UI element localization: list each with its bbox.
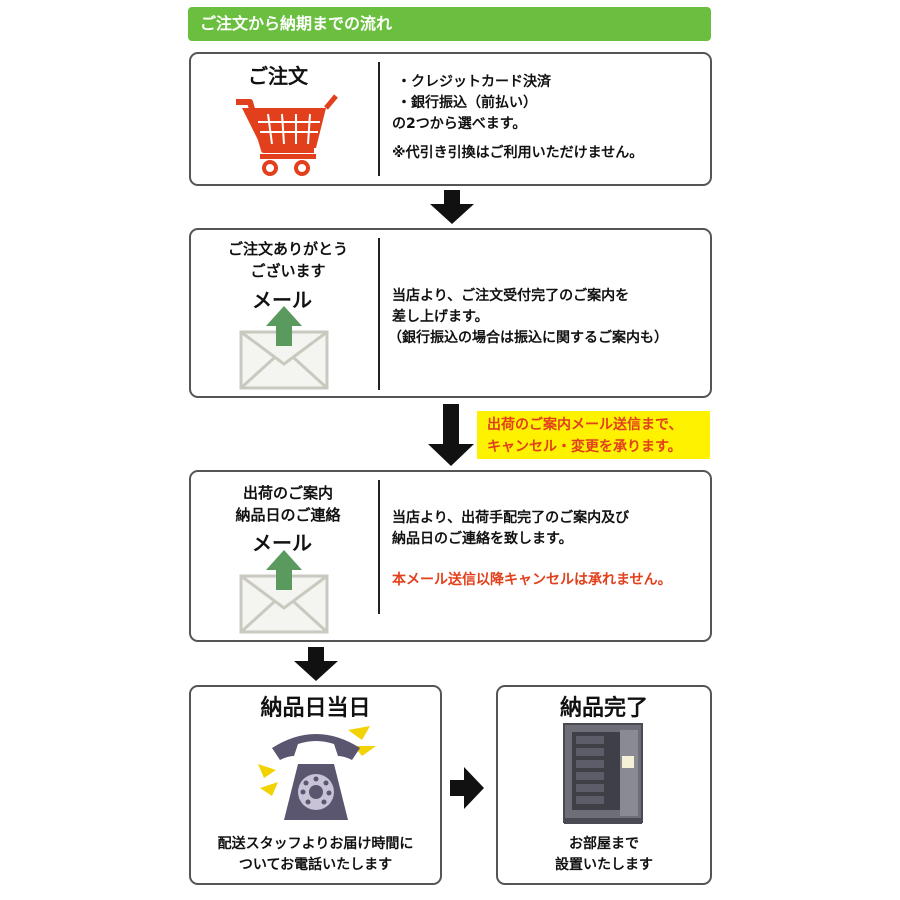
step-order-line-4: ※代引き引換はご利用いただけません。 [392, 145, 644, 161]
step-complete-title: 納品完了 [559, 696, 648, 721]
down-arrow-icon [430, 190, 474, 224]
step-thanks-divider [378, 238, 380, 390]
step-thanks-line-3: （銀行振込の場合は振込に関するご案内も） [388, 330, 668, 346]
step-order-title: ご注文 [248, 64, 308, 88]
step-complete-line-1: お部屋まで [569, 836, 639, 852]
page-header: ご注文から納期までの流れ [188, 7, 711, 41]
step-order-line-3: の2つから選べます。 [392, 116, 527, 132]
step-order-line-1: ・クレジットカード決済 [397, 74, 551, 90]
step-thanks-title-1: ご注文ありがとう [227, 240, 348, 258]
step-delivery-day-line-2: ついてお電話いたします [238, 857, 393, 873]
step-shipping-divider [378, 480, 380, 614]
step-delivery-day-line-1: 配送スタッフよりお届け時間に [217, 836, 414, 852]
step-shipping-subtitle: メール [252, 531, 312, 555]
shopping-cart-icon [236, 94, 338, 176]
right-arrow-icon [450, 767, 484, 809]
step-shipping-line-1: 当店より、出荷手配完了のご案内及び [392, 510, 630, 526]
step-thanks-subtitle: メール [252, 288, 312, 312]
cancel-notice-line-1: 出荷のご案内メール送信まで、 [487, 417, 683, 433]
cancel-notice: 出荷のご案内メール送信まで、 キャンセル・変更を承ります。 [477, 411, 710, 459]
step-shipping-title-2: 納品日のご連絡 [235, 506, 341, 524]
step-shipping-title-1: 出荷のご案内 [242, 484, 333, 502]
step-thanks-line-2: 差し上げます。 [392, 309, 489, 325]
mail-upload-icon [239, 306, 329, 390]
cancel-notice-line-2: キャンセル・変更を承ります。 [487, 439, 682, 455]
step-order-divider [378, 62, 380, 176]
step-delivery-day-title: 納品日当日 [260, 696, 371, 721]
step-shipping-warning: 本メール送信以降キャンセルは承れません。 [392, 572, 672, 588]
down-arrow-icon [294, 647, 338, 681]
step-thanks-title-2: ございます [250, 262, 326, 280]
step-order-line-2: ・銀行振込（前払い） [397, 95, 537, 111]
down-arrow-icon [428, 404, 474, 466]
safe-icon [563, 723, 643, 824]
step-thanks-line-1: 当店より、ご注文受付完了のご案内を [392, 288, 630, 304]
step-complete-line-2: 設置いたします [555, 857, 653, 873]
step-shipping-line-2: 納品日のご連絡を致します。 [392, 531, 573, 547]
mail-upload-icon [239, 550, 329, 634]
telephone-ringing-icon [258, 726, 376, 820]
